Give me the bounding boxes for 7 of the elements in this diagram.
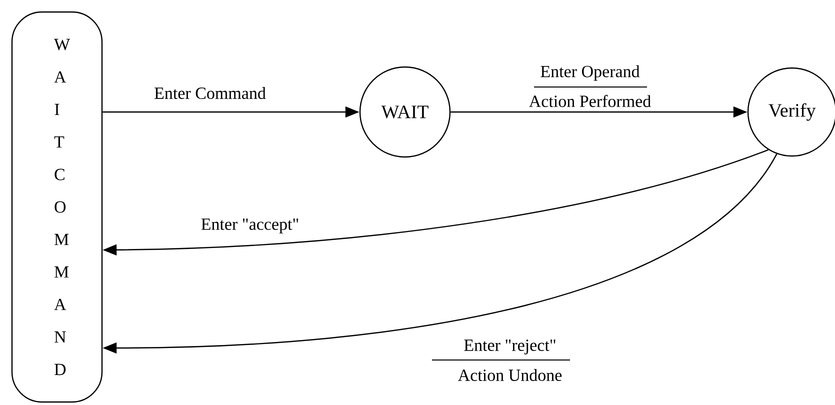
edge-label: Enter "reject": [464, 340, 556, 354]
edge-label: Enter Operand: [540, 65, 640, 81]
edge-label: Enter Command: [154, 87, 266, 99]
state-box: WAIT COMMAND: [11, 11, 103, 403]
action-label: Action Undone: [458, 369, 562, 381]
edge-label: Enter "accept": [201, 218, 298, 234]
action-label: Action Performed: [529, 94, 651, 108]
